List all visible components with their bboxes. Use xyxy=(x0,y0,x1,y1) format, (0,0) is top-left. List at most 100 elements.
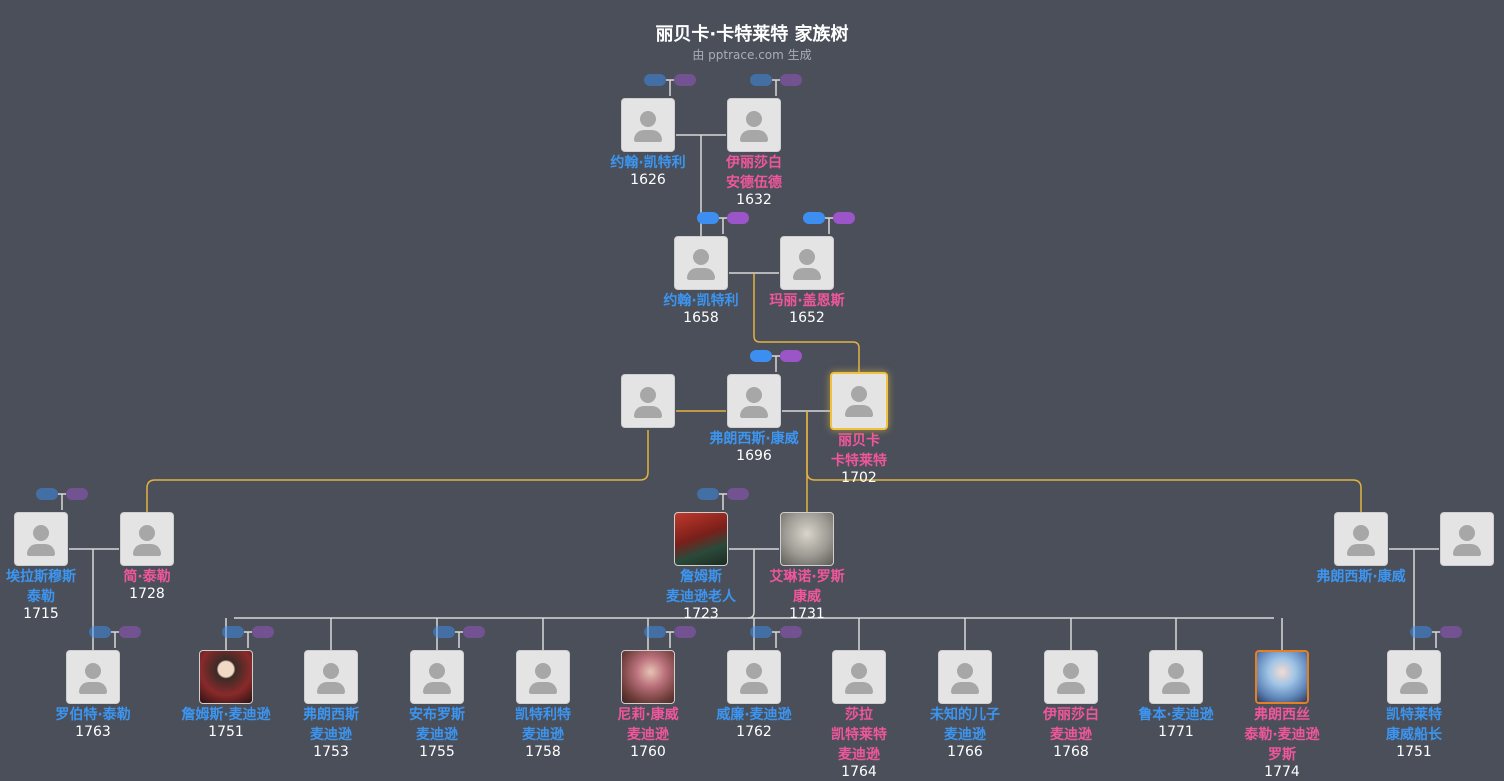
person-name: 伊丽莎白 xyxy=(726,155,782,171)
avatar-placeholder-icon[interactable] xyxy=(304,650,358,704)
avatar-placeholder-icon[interactable] xyxy=(516,650,570,704)
birth-year: 1753 xyxy=(313,744,349,760)
avatar-placeholder-icon[interactable] xyxy=(780,236,834,290)
maternal-toggle-button[interactable] xyxy=(727,212,749,224)
avatar-placeholder-icon[interactable] xyxy=(120,512,174,566)
avatar-placeholder-icon[interactable] xyxy=(727,374,781,428)
maternal-toggle-button[interactable] xyxy=(780,626,802,638)
birth-year: 1652 xyxy=(789,310,825,326)
paternal-toggle-button[interactable] xyxy=(750,626,772,638)
maternal-toggle-button[interactable] xyxy=(66,488,88,500)
maternal-toggle-button[interactable] xyxy=(1440,626,1462,638)
paternal-toggle-button[interactable] xyxy=(36,488,58,500)
avatar-placeholder-icon[interactable] xyxy=(1387,650,1441,704)
birth-year: 1731 xyxy=(789,606,825,622)
avatar-placeholder-icon[interactable] xyxy=(832,650,886,704)
paternal-toggle-button[interactable] xyxy=(697,212,719,224)
person-name: 康威船长 xyxy=(1386,727,1442,743)
paternal-toggle-button[interactable] xyxy=(89,626,111,638)
avatar-placeholder-icon[interactable] xyxy=(621,374,675,428)
paternal-toggle-button[interactable] xyxy=(433,626,455,638)
maternal-toggle-button[interactable] xyxy=(780,74,802,86)
parent-child-link xyxy=(806,411,1362,512)
avatar-placeholder-icon[interactable] xyxy=(1334,512,1388,566)
person-node[interactable] xyxy=(1387,512,1504,566)
person-name: 威廉·麦迪逊 xyxy=(716,707,792,723)
avatar-placeholder-icon[interactable] xyxy=(1044,650,1098,704)
pill-connector xyxy=(825,217,833,234)
portrait-photo[interactable] xyxy=(1255,650,1309,704)
person-node[interactable]: 弗朗西斯·康威 xyxy=(1281,512,1441,586)
person-name: 玛丽·盖恩斯 xyxy=(769,293,845,309)
person-name: 麦迪逊 xyxy=(627,727,669,743)
portrait-photo[interactable] xyxy=(780,512,834,566)
person-name: 麦迪逊 xyxy=(522,727,564,743)
maternal-toggle-button[interactable] xyxy=(674,626,696,638)
paternal-toggle-button[interactable] xyxy=(1410,626,1432,638)
avatar-placeholder-icon[interactable] xyxy=(727,650,781,704)
person-node[interactable] xyxy=(568,374,728,428)
birth-year: 1762 xyxy=(736,724,772,740)
maternal-toggle-button[interactable] xyxy=(119,626,141,638)
portrait-photo[interactable] xyxy=(674,512,728,566)
avatar-placeholder-icon[interactable] xyxy=(1440,512,1494,566)
maternal-toggle-button[interactable] xyxy=(252,626,274,638)
paternal-toggle-button[interactable] xyxy=(750,74,772,86)
avatar-placeholder-icon[interactable] xyxy=(674,236,728,290)
person-name: 弗朗西斯 xyxy=(303,707,359,723)
maternal-toggle-button[interactable] xyxy=(780,350,802,362)
maternal-toggle-button[interactable] xyxy=(674,74,696,86)
paternal-toggle-button[interactable] xyxy=(644,626,666,638)
avatar-placeholder-icon[interactable] xyxy=(1149,650,1203,704)
paternal-toggle-button[interactable] xyxy=(750,350,772,362)
avatar-placeholder-icon[interactable] xyxy=(14,512,68,566)
person-name: 安德伍德 xyxy=(726,175,782,191)
paternal-toggle-button[interactable] xyxy=(803,212,825,224)
pill-connector xyxy=(719,493,727,510)
person-name: 麦迪逊 xyxy=(1050,727,1092,743)
avatar-placeholder-icon[interactable] xyxy=(410,650,464,704)
maternal-toggle-button[interactable] xyxy=(463,626,485,638)
pill-connector xyxy=(666,79,674,96)
paternal-toggle-button[interactable] xyxy=(697,488,719,500)
avatar-placeholder-icon[interactable] xyxy=(66,650,120,704)
person-name: 弗朗西丝 xyxy=(1254,707,1310,723)
person-name: 康威 xyxy=(793,589,821,605)
paternal-toggle-button[interactable] xyxy=(222,626,244,638)
paternal-toggle-button[interactable] xyxy=(644,74,666,86)
portrait-photo[interactable] xyxy=(621,650,675,704)
maternal-toggle-button[interactable] xyxy=(727,488,749,500)
pill-connector xyxy=(1432,631,1440,648)
person-name: 麦迪逊 xyxy=(838,747,880,763)
person-name: 凯特莱特 xyxy=(1386,707,1442,723)
portrait-photo[interactable] xyxy=(199,650,253,704)
maternal-toggle-button[interactable] xyxy=(833,212,855,224)
avatar-placeholder-icon[interactable] xyxy=(727,98,781,152)
avatar-placeholder-icon[interactable] xyxy=(621,98,675,152)
avatar-placeholder-icon[interactable] xyxy=(938,650,992,704)
avatar-placeholder-icon[interactable] xyxy=(830,372,888,430)
